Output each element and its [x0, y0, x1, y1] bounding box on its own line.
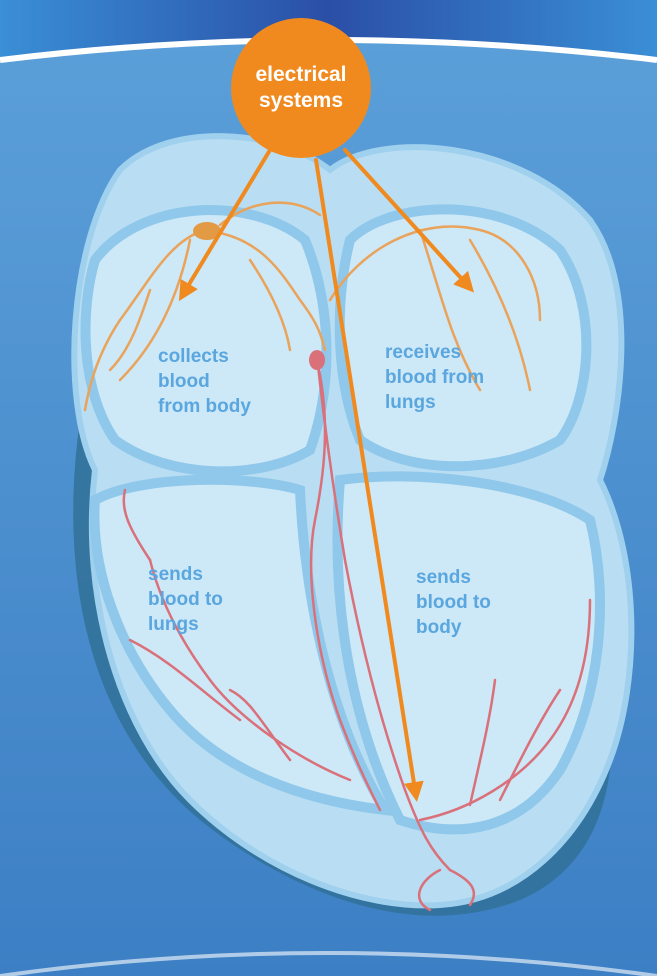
- left-atrium-chamber: [340, 209, 587, 466]
- av-node: [309, 350, 325, 370]
- left-atrium-label: receives blood from lungs: [385, 340, 484, 415]
- left-ventricle-line-2: blood to: [416, 590, 491, 615]
- right-atrium-label: collects blood from body: [158, 344, 251, 419]
- right-ventricle-line-1: sends: [148, 562, 223, 587]
- callout-line-2: systems: [259, 88, 343, 114]
- right-ventricle-label: sends blood to lungs: [148, 562, 223, 637]
- callout-line-1: electrical: [255, 62, 346, 88]
- left-atrium-line-2: blood from: [385, 365, 484, 390]
- right-atrium-line-1: collects: [158, 344, 251, 369]
- right-atrium-line-3: from body: [158, 394, 251, 419]
- left-atrium-line-3: lungs: [385, 390, 484, 415]
- left-ventricle-chamber: [338, 476, 601, 829]
- right-atrium-line-2: blood: [158, 369, 251, 394]
- right-atrium-chamber: [85, 210, 326, 471]
- left-atrium-line-1: receives: [385, 340, 484, 365]
- left-ventricle-label: sends blood to body: [416, 565, 491, 640]
- right-ventricle-line-3: lungs: [148, 612, 223, 637]
- electrical-systems-callout: electrical systems: [231, 18, 371, 158]
- left-ventricle-line-1: sends: [416, 565, 491, 590]
- left-ventricle-line-3: body: [416, 615, 491, 640]
- right-ventricle-line-2: blood to: [148, 587, 223, 612]
